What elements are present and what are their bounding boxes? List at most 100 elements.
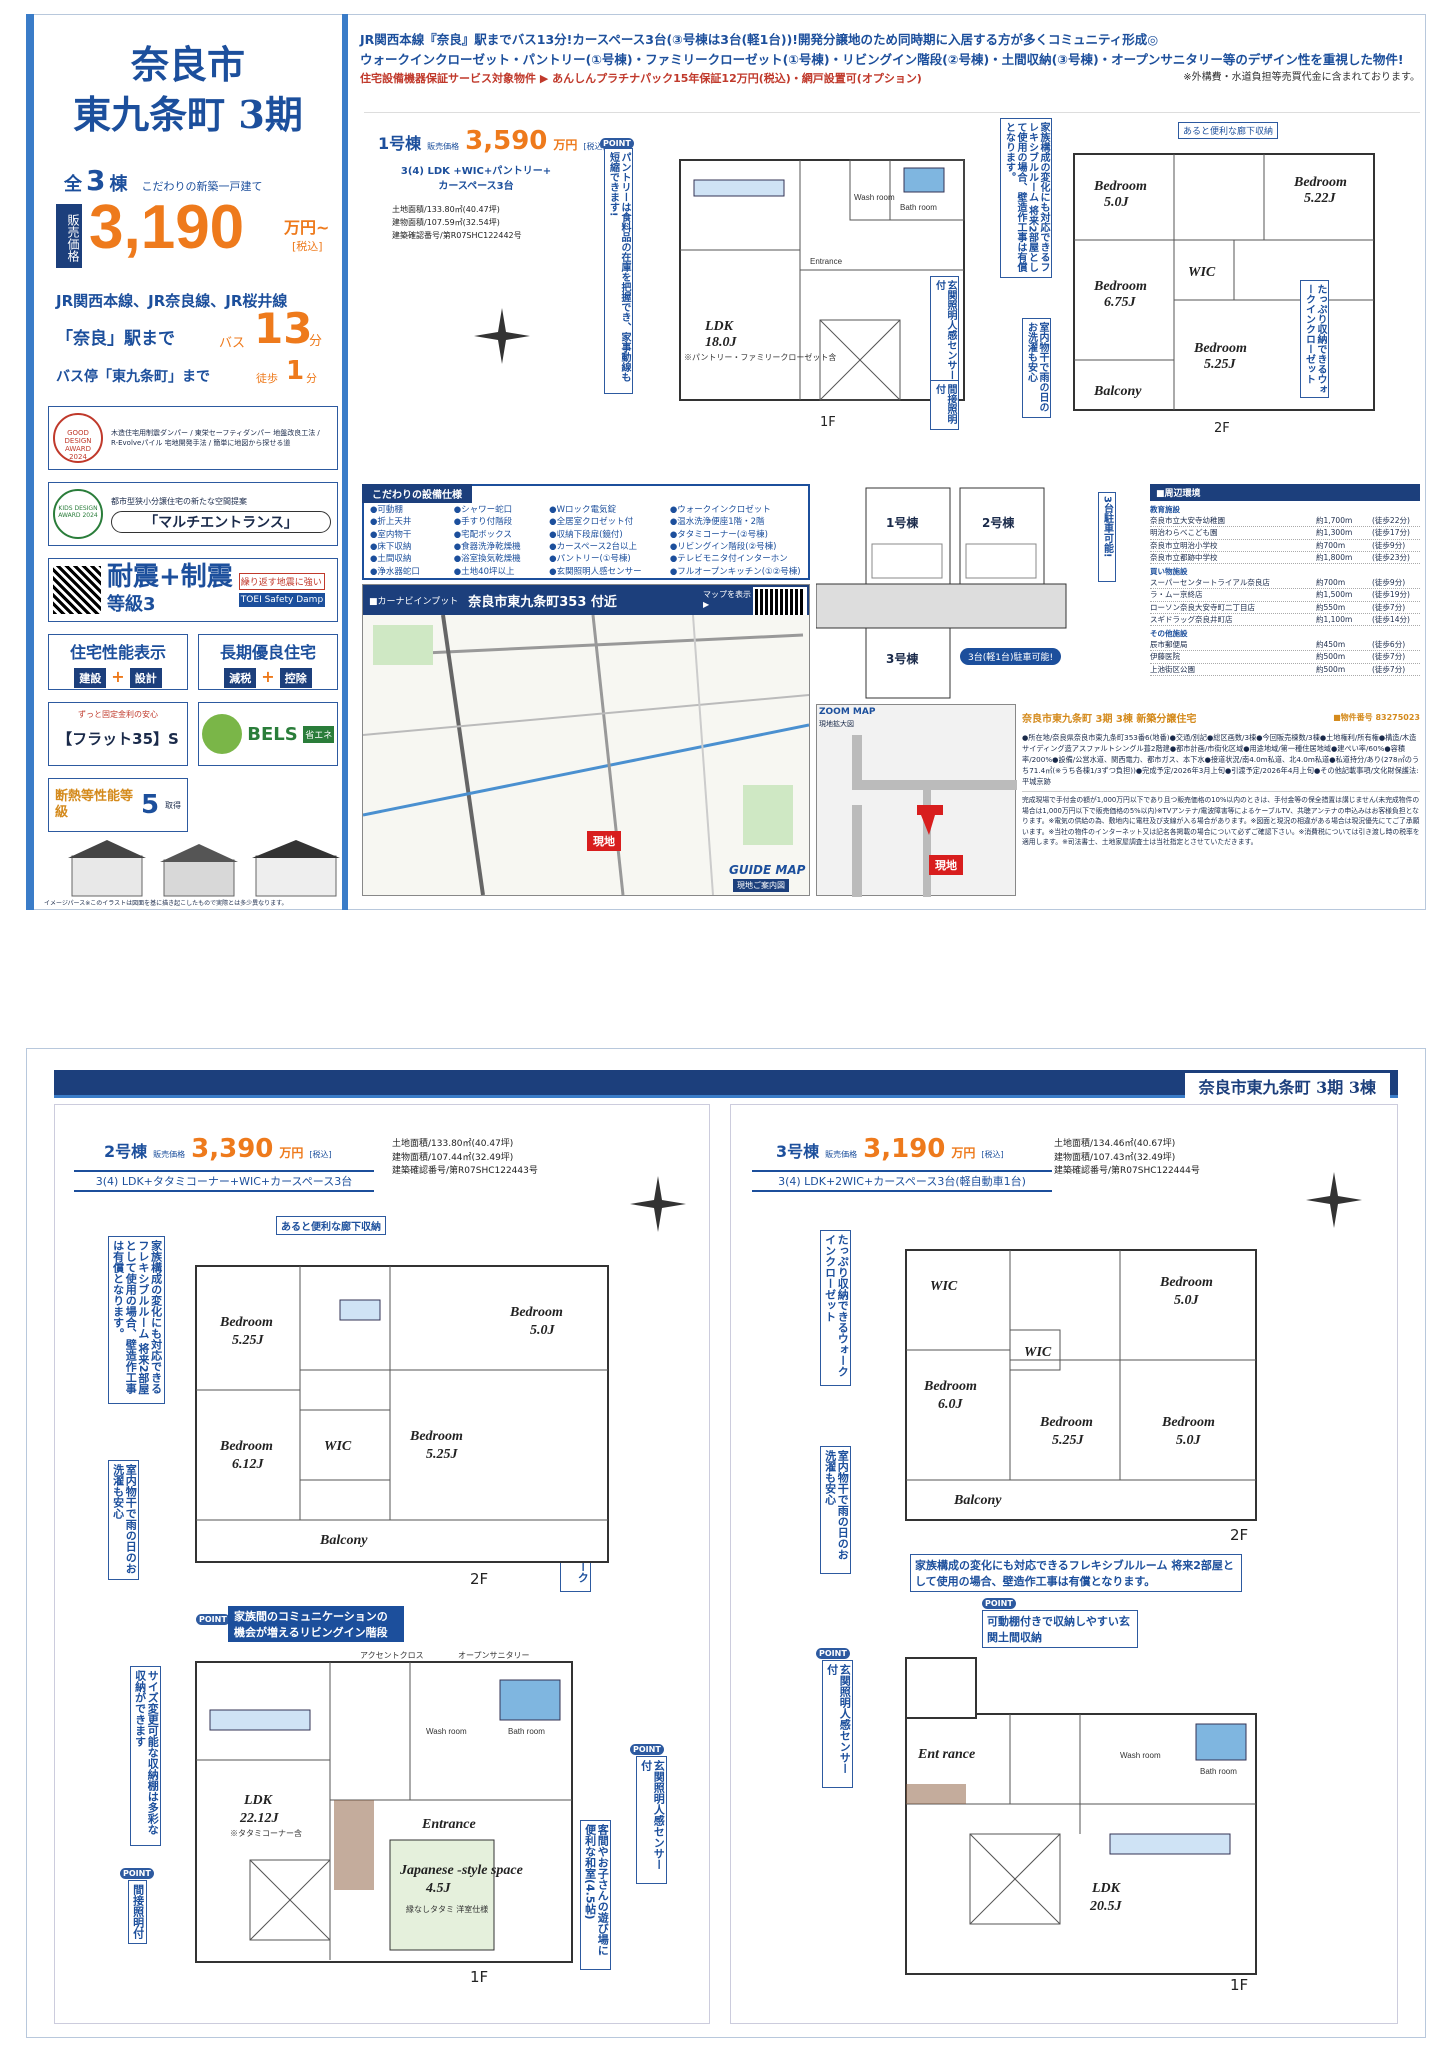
- feature-item: ●フルオープンキッチン(①②号棟): [669, 566, 801, 577]
- compass-icon: [474, 308, 530, 364]
- bels-label: BELS: [247, 723, 298, 745]
- house1-unit: 万円: [553, 138, 578, 152]
- nearby-cell: (徒歩23分): [1372, 552, 1410, 562]
- nearby-cell: (徒歩19分): [1372, 590, 1410, 600]
- nearby-cell: (徒歩17分): [1372, 528, 1410, 538]
- damp-badge: TOEI Safety Damp: [238, 593, 326, 607]
- bus-min-unit: 分: [309, 334, 323, 349]
- house2-cert: 建築確認番号/第R07SHC122443号: [392, 1166, 538, 1176]
- house3-callout-sensor: 玄関照明人感センサー付: [822, 1660, 854, 1788]
- feature-item: ●折上天井: [370, 517, 412, 528]
- summary-title: 奈良市東九条町 3期 3棟 新築分譲住宅: [1022, 714, 1197, 725]
- walk-min-unit: 分: [306, 372, 317, 385]
- qr-map-label[interactable]: マップを表示 ▶: [703, 590, 751, 609]
- house2-name: 2号棟: [104, 1142, 148, 1161]
- feature-item: ●玄関照明人感センサー: [549, 566, 642, 577]
- nearby-cell: (徒歩7分): [1372, 664, 1406, 674]
- house2-floorplan-1f: LDK 22.12J ※タタミコーナー含 Japanese -style spa…: [195, 1651, 573, 1986]
- carnavi-address: 奈良市東九条町353 付近: [468, 594, 617, 610]
- nearby-cell: 約500m: [1316, 652, 1346, 662]
- nearby-list: 奈良市立大安寺幼稚園約1,700m(徒歩22分)明治わらべこども園約1,300m…: [1150, 515, 1420, 676]
- zoom-site-marker: 現地: [929, 855, 963, 875]
- nearby-row: スギドラッグ奈良井町店約1,100m(徒歩14分): [1150, 614, 1420, 626]
- perf-title: 住宅性能表示: [69, 643, 166, 662]
- house2-header: 2号棟 販売価格 3,390 万円 [税込]: [104, 1134, 332, 1164]
- h3-ldk-size: 20.5J: [1089, 1899, 1123, 1914]
- nearby-cell: 伊藤医院: [1150, 652, 1180, 662]
- house1-building: 建物面積/107.59㎡(32.54坪): [392, 217, 500, 227]
- h1-entrance: Entrance: [810, 257, 843, 266]
- nearby-cell: 奈良市立大安寺幼稚園: [1150, 516, 1225, 525]
- h3-bed3-size: 5.25J: [1052, 1433, 1085, 1448]
- kids-design-award: KIDS DESIGN AWARD 2024 都市型狭小分譲住宅の新たな空間提案…: [48, 482, 338, 546]
- compass-icon: [1306, 1172, 1362, 1228]
- house1-floorplan-2f: Bedroom 5.0J Bedroom 5.22J Bedroom 6.75J…: [1073, 153, 1375, 436]
- insulation-box: 断熱等性能等級 5 取得: [48, 778, 188, 832]
- houses-illustration: [68, 840, 340, 897]
- site-parking-note: 3台駐車可能!: [1098, 492, 1116, 582]
- nearby-row: 奈良市立大安寺幼稚園約1,700m(徒歩22分): [1150, 515, 1420, 528]
- h2-balcony: Balcony: [319, 1533, 368, 1548]
- h3-bed2: Bedroom: [923, 1379, 977, 1394]
- h2-1f-label: 1F: [470, 1968, 488, 1986]
- house2-plan: 3(4) LDK+タタミコーナー+WIC+カースペース3台: [74, 1170, 374, 1192]
- nearby-row: 明治わらべこども園約1,300m(徒歩17分): [1150, 527, 1420, 540]
- house3-unit: 万円: [951, 1146, 976, 1160]
- left-column: 奈良市 東九条町 3期 全 3 棟 こだわりの新築一戸建て 販売価格 3,190…: [26, 14, 348, 910]
- feature-item: ●床下収納: [370, 541, 412, 552]
- banner-title: 奈良市東九条町 3期 3棟: [1184, 1073, 1390, 1099]
- qr-code-icon: [53, 566, 101, 614]
- guide-map-sub: 現地ご案内図: [733, 879, 789, 892]
- long-term-housing: 長期優良住宅 減税 + 控除: [198, 634, 338, 690]
- long-a: 減税: [224, 668, 257, 688]
- nearby-cell: 辰市郵便局: [1150, 640, 1188, 649]
- feature-item: ●食器洗浄乾燥機: [453, 541, 521, 552]
- house2-price-label: 販売価格: [153, 1150, 186, 1159]
- h2-sanitary: オープンサニタリー: [458, 1651, 530, 1660]
- nearby-row: スーパーセンタートライアル奈良店約700m(徒歩9分): [1150, 577, 1420, 590]
- nearby-cell: 約1,300m: [1316, 528, 1353, 538]
- h2-2f-label: 2F: [470, 1570, 488, 1588]
- h3-bed4-size: 5.0J: [1176, 1433, 1202, 1448]
- nearby-edu: 教育施設: [1150, 505, 1180, 514]
- city-title: 奈良市: [130, 42, 245, 87]
- h2-bed4: Bedroom: [409, 1429, 463, 1444]
- house1-cert: 建築確認番号/第R07SHC122442号: [392, 230, 522, 240]
- nearby-cell: 奈良市立明治小学校: [1150, 540, 1218, 550]
- house2-callout-hall: あると便利な廊下収納: [276, 1216, 386, 1235]
- h1-wash: Wash room: [854, 193, 895, 202]
- h2-ldk-size: 22.12J: [239, 1811, 280, 1826]
- house2-callout-stairs: 家族間のコミュニケーションの機会が増えるリビングイン階段: [228, 1606, 404, 1642]
- nearby-cell: ローソン奈良大安寺町二丁目店: [1150, 602, 1255, 612]
- house1-section: [364, 112, 1420, 472]
- award2-name: 「マルチエントランス」: [111, 510, 331, 533]
- h1-ldk-label: LDK: [704, 319, 735, 334]
- house3-plan: 3(4) LDK+2WIC+カースペース3台(軽自動車1台): [752, 1170, 1052, 1192]
- house1-floorplan-1f: LDK 18.0J ※パントリー・ファミリークローゼット含 Bath room …: [679, 159, 965, 430]
- bottom-sheet: [26, 1048, 1426, 2038]
- area-title: 東九条町 3期: [73, 92, 303, 137]
- nearby-cell: ラ・ムー京終店: [1150, 590, 1203, 600]
- house2-callout-light: 間接照明付: [128, 1880, 147, 1944]
- price-unit: 万円~: [284, 218, 330, 237]
- nearby-cell: 約550m: [1316, 602, 1346, 612]
- feature-item: ●テレビモニタ付インターホン: [669, 554, 788, 565]
- h2-japanese-size: 4.5J: [425, 1881, 452, 1896]
- house2-callout-storage: サイズ変更可能な収納棚は多彩な収納ができます: [130, 1666, 162, 1846]
- feature-item: ●リビングイン階段(②号棟): [669, 541, 777, 552]
- house3-floorplan-1f: Ent rance Bath room Wash room LDK 20.5J …: [905, 1657, 1257, 1994]
- h2-bed3-size: 6.12J: [232, 1457, 265, 1472]
- long-title: 長期優良住宅: [219, 643, 316, 662]
- house1-plan: 3(4) LDK +WIC+パントリー+ カースペース3台: [400, 166, 552, 192]
- compass-icon: [630, 1176, 686, 1232]
- headline-1: JR関西本線『奈良』駅までバス13分!カースペース3台(③号棟は3台(軽1台))…: [360, 32, 1159, 47]
- house3-callout-doma: 可動棚付きで収納しやすい玄関土間収納: [982, 1610, 1138, 1648]
- h3-bed2-size: 6.0J: [938, 1397, 964, 1412]
- nearby-row: 辰市郵便局約450m(徒歩6分): [1150, 639, 1420, 652]
- bus-minutes: 13: [254, 304, 313, 353]
- h3-bath: Bath room: [1200, 1767, 1237, 1776]
- h3-wic1: WIC: [930, 1279, 958, 1294]
- house2-unit: 万円: [279, 1146, 304, 1160]
- price: 3,190: [89, 193, 245, 262]
- seismic-box: 耐震+制震 等級3 繰り返す地震に強い TOEI Safety Damp: [48, 558, 338, 622]
